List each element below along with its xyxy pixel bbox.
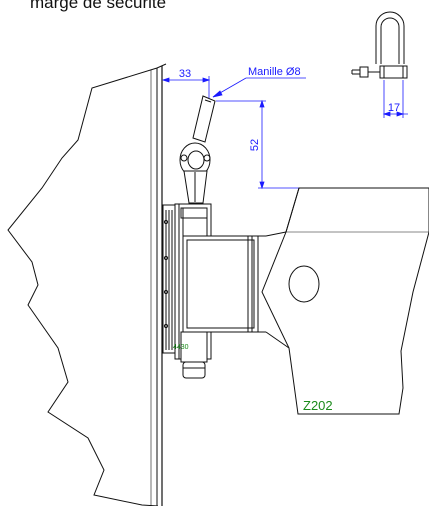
wall-section (7, 63, 167, 506)
hinge-bracket (162, 203, 266, 379)
shackle (179, 95, 216, 204)
profile-code: Z202 (303, 398, 333, 413)
callout-leader (212, 77, 306, 98)
profile-section (261, 187, 429, 415)
dimension-33-label: 33 (179, 68, 191, 80)
dimension-horizontal (161, 76, 211, 100)
shackle-detail (351, 11, 408, 79)
drawing-caption: marge de sécurité (30, 0, 167, 12)
dimension-17 (382, 80, 408, 118)
dimension-vertical (216, 99, 302, 190)
dimension-52-label: 52 (249, 139, 261, 151)
dimension-17-label: 17 (388, 102, 400, 114)
plate-code: 4430 (173, 344, 189, 351)
callout-label: Manille Ø8 (248, 66, 301, 78)
